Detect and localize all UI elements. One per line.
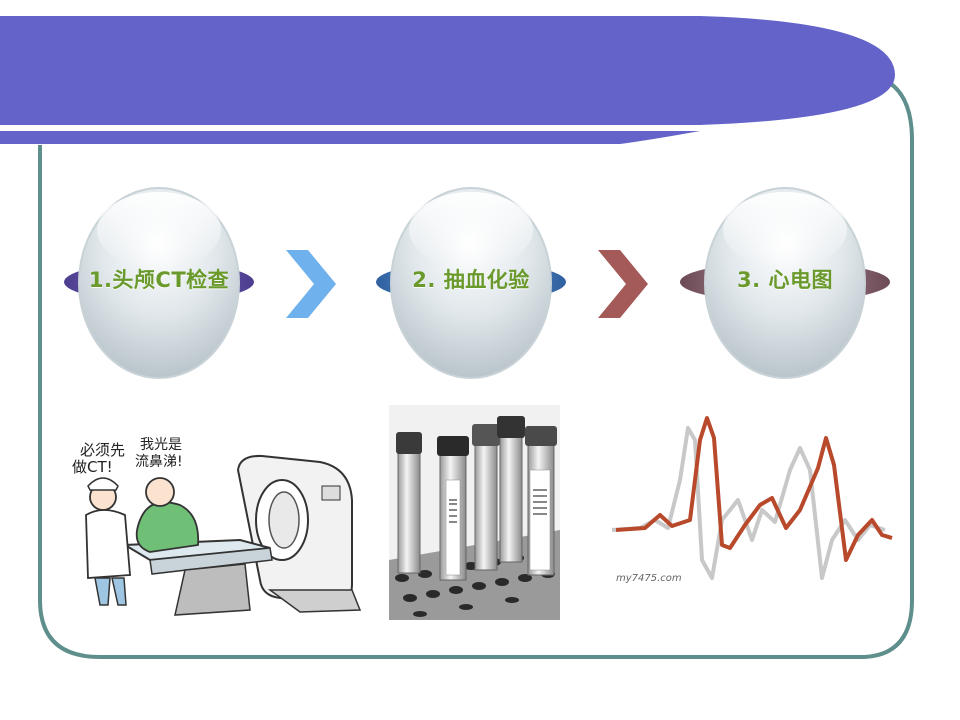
step-2-orb bbox=[376, 187, 566, 379]
blood-test-tubes-photo bbox=[389, 405, 560, 620]
chevron-right-icon bbox=[598, 250, 648, 318]
step-3-label: 3. 心电图 bbox=[737, 268, 833, 292]
step-1-label: 1.头颅CT检查 bbox=[88, 268, 230, 292]
ecg-shadow-trace bbox=[611, 426, 886, 580]
ct-speech-doctor: 必须先 做CT! bbox=[72, 441, 130, 476]
step-1-orb bbox=[64, 187, 254, 379]
step-2-label: 2. 抽血化验 bbox=[412, 268, 530, 292]
header-band bbox=[0, 16, 895, 125]
chevron-right-icon bbox=[286, 250, 336, 318]
ecg-waveform-illustration: my7475.com bbox=[611, 416, 893, 584]
ct-scanner-illustration: 必须先 做CT! 我光是 流鼻涕! bbox=[72, 437, 362, 616]
ecg-trace bbox=[615, 416, 893, 562]
ecg-watermark: my7475.com bbox=[616, 573, 682, 584]
ct-speech-patient: 我光是 流鼻涕! bbox=[135, 437, 186, 470]
slide-frame bbox=[38, 76, 914, 659]
header-underline bbox=[0, 131, 700, 144]
step-3-orb bbox=[680, 187, 890, 379]
